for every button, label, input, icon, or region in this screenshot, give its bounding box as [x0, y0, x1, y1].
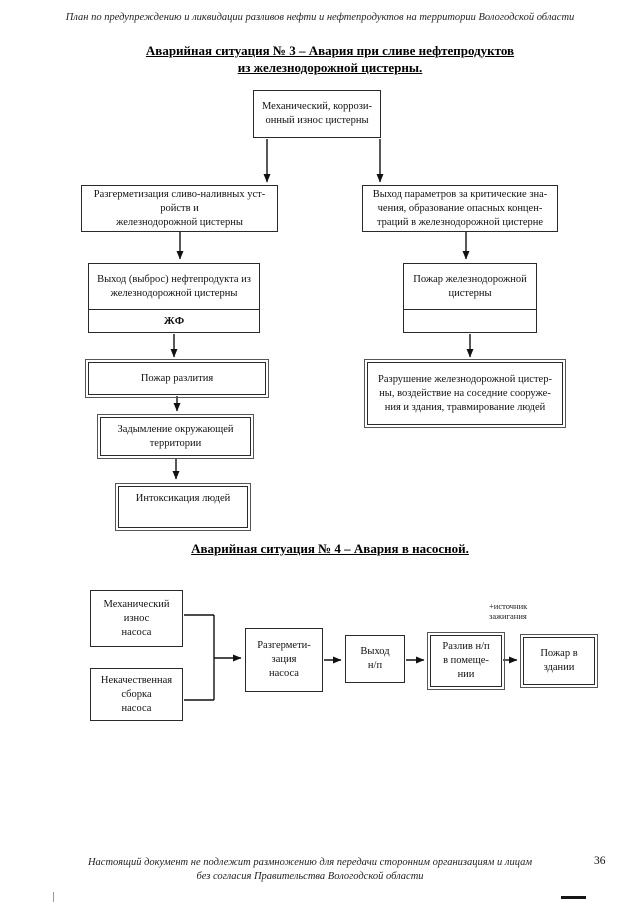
diagram2-title: Аварийная ситуация № 4 – Авария в насосн… — [191, 541, 469, 556]
flow-box-pump-poor-assembly: Некачественная сборка насоса — [90, 668, 183, 721]
flow-box-pump-depressurization: Разгермети- зация насоса — [245, 628, 323, 692]
diagram1-title: Аварийная ситуация № 3 – Авария при слив… — [145, 43, 515, 75]
flow-box-oil-release: Выход (выброс) нефтепродукта из железнод… — [88, 263, 260, 333]
flow-box-indoor-spill: Разлив н/п в помеще- нии — [427, 632, 505, 690]
page-header: План по предупреждению и ликвидации разл… — [65, 12, 575, 23]
flow-box-oil-release-phase-label: ЖФ — [163, 315, 185, 327]
scan-artifact-tick — [53, 892, 54, 902]
page-footer: Настоящий документ не подлежит размножен… — [87, 857, 533, 882]
flow-box-pump-mech-wear: Механический износ насоса — [90, 590, 183, 647]
ignition-source-note: +источник зажигания — [489, 601, 528, 621]
flow-box-tank-fire-empty-section — [404, 310, 536, 332]
flow-box-tank-destruction: Разрушение железнодорожной цистер- ны, в… — [364, 359, 566, 428]
flow-box-building-fire: Пожар в здании — [520, 634, 598, 688]
flow-box-critical-parameters: Выход параметров за критические зна- чен… — [362, 185, 558, 232]
scan-artifact-bar — [561, 896, 586, 899]
flow-box-tank-wear: Механический, коррози- онный износ цисте… — [253, 90, 381, 138]
page-number: 36 — [594, 855, 606, 867]
flow-box-intoxication: Интоксикация людей — [115, 483, 251, 531]
flow-box-oil-outflow: Выход н/п — [345, 635, 405, 683]
flow-box-smoke: Задымление окружающей территории — [97, 414, 254, 459]
flow-box-tank-fire-text: Пожар железнодорожной цистерны — [404, 264, 536, 310]
flow-box-tank-fire: Пожар железнодорожной цистерны — [403, 263, 537, 333]
flow-box-depressurization: Разгерметизация сливо-наливных уст- ройс… — [81, 185, 278, 232]
flow-box-oil-release-text: Выход (выброс) нефтепродукта из железнод… — [89, 264, 259, 310]
flow-box-spill-fire: Пожар разлития — [85, 359, 269, 398]
